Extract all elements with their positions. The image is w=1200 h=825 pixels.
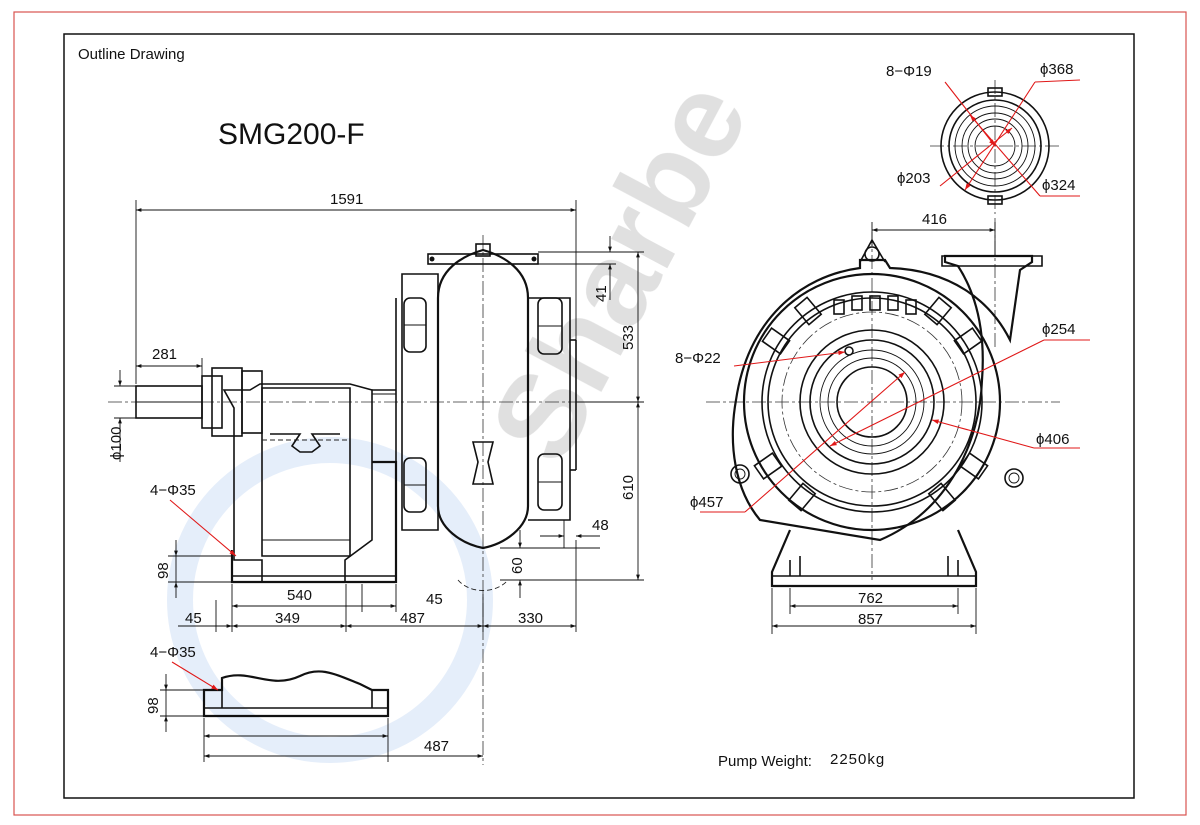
dim-762: 762 [858, 590, 883, 607]
dim-857: 857 [858, 611, 883, 628]
dim-610: 610 [620, 475, 637, 500]
outlet-flange-view: 8−Φ19 ϕ368 ϕ324 ϕ203 [886, 61, 1081, 214]
dim-487: 487 [400, 610, 425, 627]
sheet-label: Outline Drawing [78, 46, 185, 63]
dim-45-left: 45 [185, 610, 202, 627]
dim-45-mid: 45 [426, 591, 443, 608]
dim-281: 281 [152, 346, 177, 363]
outer-frame [13, 11, 1187, 816]
dim-41: 41 [593, 285, 610, 302]
base-detail: 4−Φ35 98 487 [145, 644, 483, 762]
dim-phi100: ϕ100 [108, 427, 125, 460]
dim-487-base: 487 [424, 738, 449, 755]
dim-inlet-254: ϕ254 [1042, 321, 1075, 338]
dim-98-base: 98 [145, 697, 162, 714]
label-outlet-holes: 8−Φ19 [886, 63, 932, 80]
dim-98-foot: 98 [155, 562, 172, 579]
dim-1591: 1591 [330, 191, 363, 208]
dim-349: 349 [275, 610, 300, 627]
dim-outlet-368: ϕ368 [1040, 61, 1073, 78]
dim-inlet-457: ϕ457 [690, 494, 723, 511]
dim-outlet-324: ϕ324 [1042, 177, 1075, 194]
inner-frame [63, 33, 1135, 799]
dim-416: 416 [922, 211, 947, 228]
weight-value: 2250kg [830, 751, 885, 768]
label-inlet-holes: 8−Φ22 [675, 350, 721, 367]
dim-inlet-406: ϕ406 [1036, 431, 1069, 448]
weight-label: Pump Weight: [718, 753, 812, 770]
dim-533: 533 [620, 325, 637, 350]
label-base-holes: 4−Φ35 [150, 644, 196, 661]
side-view: 1591 281 ϕ100 4−Φ35 98 540 [108, 191, 644, 765]
dim-48: 48 [592, 517, 609, 534]
dim-60: 60 [509, 557, 526, 574]
model-title: SMG200-F [218, 118, 365, 151]
dim-330: 330 [518, 610, 543, 627]
watermark-text: Sharbe [465, 60, 774, 482]
watermark: Sharbe [167, 60, 774, 763]
dim-540: 540 [287, 587, 312, 604]
label-foot-holes: 4−Φ35 [150, 482, 196, 499]
dim-outlet-203: ϕ203 [897, 170, 930, 187]
front-view: 416 [675, 211, 1090, 634]
